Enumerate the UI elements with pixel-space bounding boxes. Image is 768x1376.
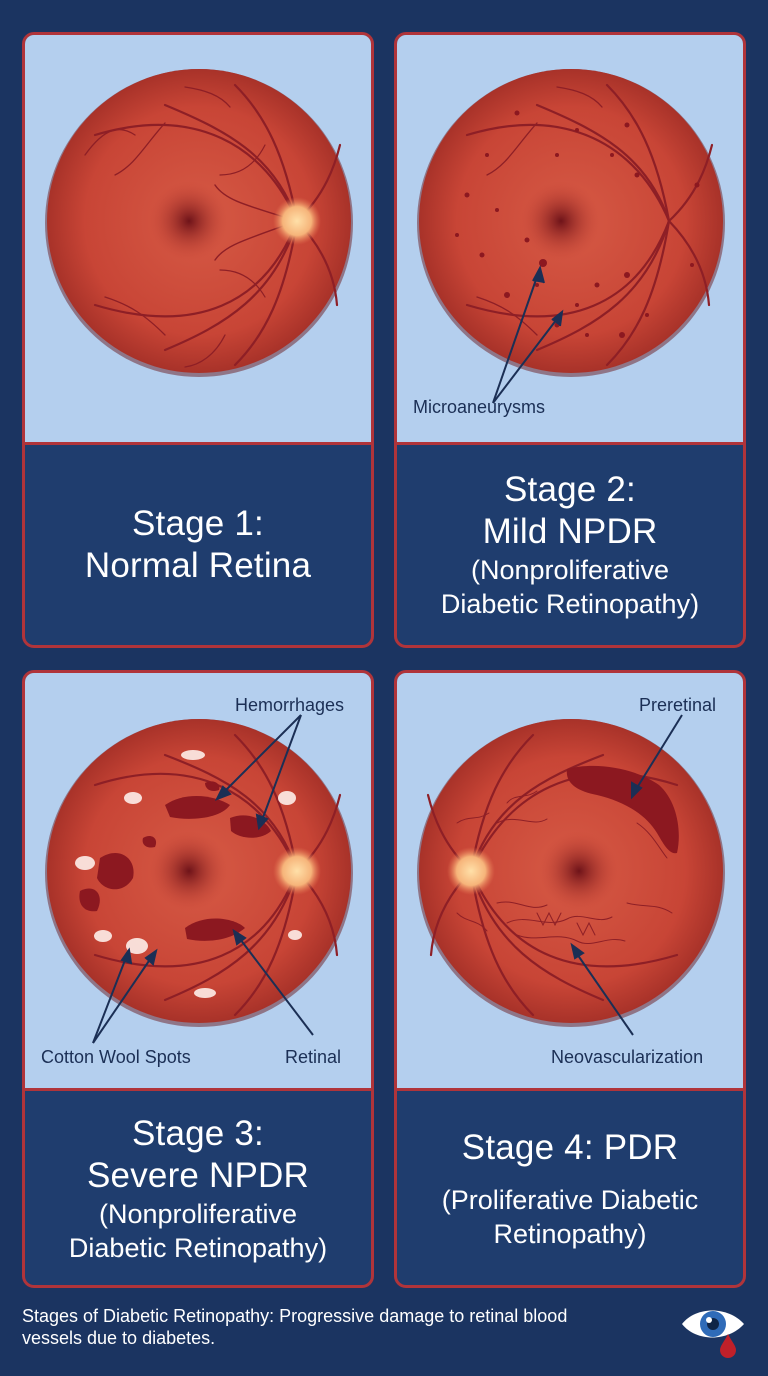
stage-3-image: Hemorrhages Cotton Wool Spots Retinal: [25, 673, 371, 1091]
footer-description: Progressive damage to retinal blood vess…: [22, 1306, 568, 1348]
stage-4-subtitle-line-1: (Proliferative Diabetic: [441, 1185, 699, 1215]
stage-2-image: Microaneurysms: [397, 35, 743, 445]
stage-1-caption: Stage 1: Normal Retina: [25, 445, 371, 645]
footer-caption: Stages of Diabetic Retinopathy: Progress…: [22, 1305, 622, 1349]
stage-1-title-line-1: Stage 1:: [132, 504, 264, 543]
stage-3-caption: Stage 3: Severe NPDR (Nonproliferative D…: [25, 1091, 371, 1285]
stage-2-subtitle-line-2: Diabetic Retinopathy): [440, 589, 700, 619]
eye-icon: [682, 1310, 744, 1358]
stage-2-title-line-2: Mild NPDR: [482, 512, 658, 551]
stage-1-title-line-2: Normal Retina: [84, 546, 312, 585]
stage-1-panel: Stage 1: Normal Retina: [22, 32, 374, 648]
stage-4-arrows: [570, 714, 683, 1036]
stage-1-image: [25, 35, 371, 445]
stage-2-subtitle-line-1: (Nonproliferative: [470, 555, 670, 585]
cotton-wool-spots-label: Cotton Wool Spots: [41, 1047, 191, 1067]
stage-4-title-line-1: Stage 4: PDR: [461, 1128, 679, 1167]
stage-2-title-line-1: Stage 2:: [504, 470, 636, 509]
stage-2-retina-illustration: [417, 69, 725, 404]
blood-drop-icon: [720, 1334, 736, 1358]
stage-2-caption: Stage 2: Mild NPDR (Nonproliferative Dia…: [397, 445, 743, 645]
stage-3-title-line-2: Severe NPDR: [87, 1156, 309, 1195]
stage-3-panel: Hemorrhages Cotton Wool Spots Retinal St…: [22, 670, 374, 1288]
retinal-label: Retinal: [285, 1047, 342, 1067]
neovascular-network: [456, 790, 673, 945]
stage-3-title-line-1: Stage 3:: [132, 1114, 264, 1153]
preretinal-label: Preretinal: [639, 695, 717, 715]
microaneurysm-dots: [455, 110, 700, 338]
stage-3-retina-illustration: [45, 714, 353, 1044]
microaneurysms-arrows: [492, 265, 564, 404]
microaneurysms-label: Microaneurysms: [413, 397, 546, 417]
stage-4-subtitle-line-2: Retinopathy): [493, 1219, 647, 1249]
stage-3-arrows: [92, 714, 314, 1044]
hemorrhage-blots: [79, 781, 271, 941]
stage-4-image: Preretinal Neovascularization: [397, 673, 743, 1091]
preretinal-hemorrhage: [566, 765, 679, 854]
stage-4-retina-illustration: [417, 714, 725, 1036]
footer-title: Stages of Diabetic Retinopathy:: [22, 1306, 275, 1326]
stage-4-panel: Preretinal Neovascularization Stage 4: P…: [394, 670, 746, 1288]
neovascularization-label: Neovascularization: [551, 1047, 704, 1067]
cotton-wool-spots: [75, 750, 302, 998]
stage-2-panel: Microaneurysms Stage 2: Mild NPDR (Nonpr…: [394, 32, 746, 648]
stage-3-subtitle-line-1: (Nonproliferative: [98, 1199, 298, 1229]
stage-3-subtitle-line-2: Diabetic Retinopathy): [68, 1233, 328, 1263]
hemorrhages-label: Hemorrhages: [235, 695, 345, 715]
stage-4-caption: Stage 4: PDR (Proliferative Diabetic Ret…: [397, 1091, 743, 1285]
stage-1-retina-illustration: [45, 69, 353, 377]
